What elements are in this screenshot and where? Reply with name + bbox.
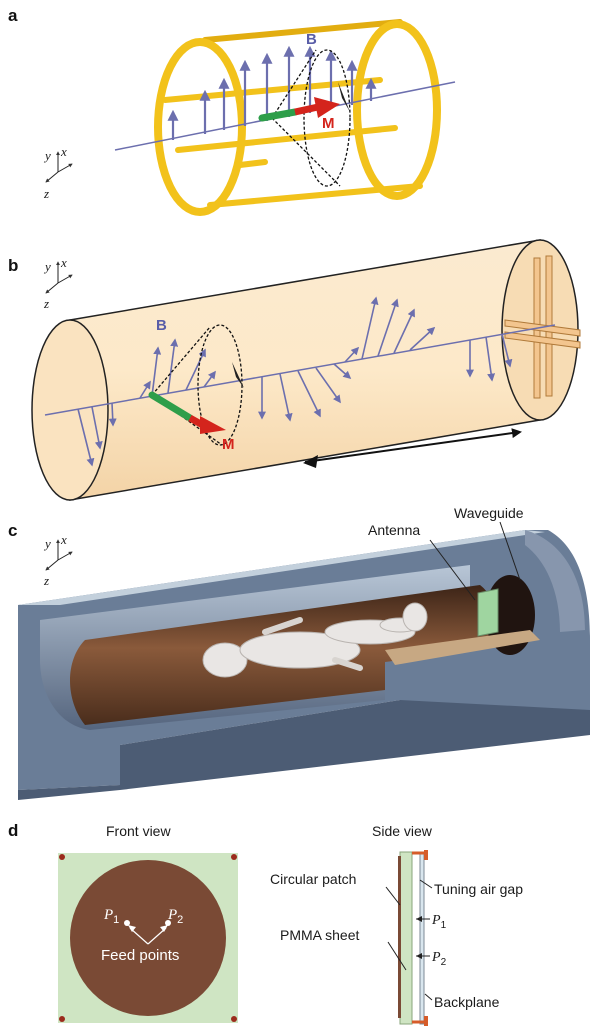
axis-z-label: z — [43, 573, 49, 588]
rotation-arrow-b — [232, 362, 244, 388]
side-p2-label: P2 — [431, 950, 447, 968]
field-label-a: B — [306, 31, 317, 48]
side-view-stack — [398, 850, 430, 1026]
p1-label: P1 — [103, 907, 119, 926]
axis-y-label: y — [43, 148, 51, 163]
panel-d-label: d — [8, 821, 18, 840]
patient-figure — [202, 602, 428, 678]
rotation-arrow-a — [338, 82, 350, 112]
axis-z-label: z — [43, 296, 49, 311]
axis-x-label: x — [60, 144, 67, 159]
panel-a: a y x z — [8, 6, 456, 216]
front-view-title: Front view — [106, 823, 171, 839]
propagation-arrow — [303, 428, 522, 468]
waveguide-label: Waveguide — [454, 505, 524, 521]
antenna-label: Antenna — [368, 522, 420, 538]
pmma-leader — [387, 941, 407, 971]
patch-leader — [385, 886, 401, 906]
backplane-leader — [424, 993, 433, 1001]
axis-triad-a: y x z — [43, 144, 73, 201]
axis-z-label: z — [43, 186, 49, 201]
magnetization-vector-b — [148, 391, 226, 434]
field-label-b: B — [156, 317, 167, 334]
pmma-sheet-label: PMMA sheet — [280, 927, 359, 943]
backplane-label: Backplane — [434, 994, 500, 1010]
side-view-title: Side view — [372, 823, 433, 839]
axis-x-label: x — [60, 255, 67, 270]
waveguide-leader — [499, 521, 521, 581]
panel-a-label: a — [8, 6, 18, 25]
antenna-leader — [429, 539, 476, 601]
tuning-gap-label: Tuning air gap — [434, 881, 523, 897]
panel-b: b y x z — [8, 239, 581, 501]
panel-b-label: b — [8, 256, 18, 275]
moment-label-b: M — [222, 436, 235, 453]
field-vectors-a — [167, 45, 377, 140]
precession-cone-a — [271, 49, 351, 187]
side-p1-label: P1 — [431, 913, 447, 931]
panel-c: c y x z — [8, 505, 590, 800]
panel-c-label: c — [8, 521, 17, 540]
axis-y-label: y — [43, 536, 51, 551]
axis-x-label: x — [60, 532, 67, 547]
moment-label-a: M — [322, 115, 335, 132]
p2-label: P2 — [167, 907, 183, 926]
field-vectors-b — [77, 296, 513, 467]
gap-leader — [419, 879, 433, 889]
circular-patch-label: Circular patch — [270, 871, 356, 887]
circular-patch — [70, 860, 226, 1016]
axis-y-label: y — [43, 259, 51, 274]
birdcage-coil — [154, 19, 441, 216]
axis-triad-c: y x z — [43, 532, 73, 588]
axis-triad-b: y x z — [43, 255, 73, 311]
panel-d: d Front view Side view P1 P2 Feed points — [8, 821, 523, 1026]
front-view-board — [58, 853, 238, 1023]
magnetization-vector-a — [258, 97, 340, 122]
feed-points-label: Feed points — [101, 947, 179, 964]
